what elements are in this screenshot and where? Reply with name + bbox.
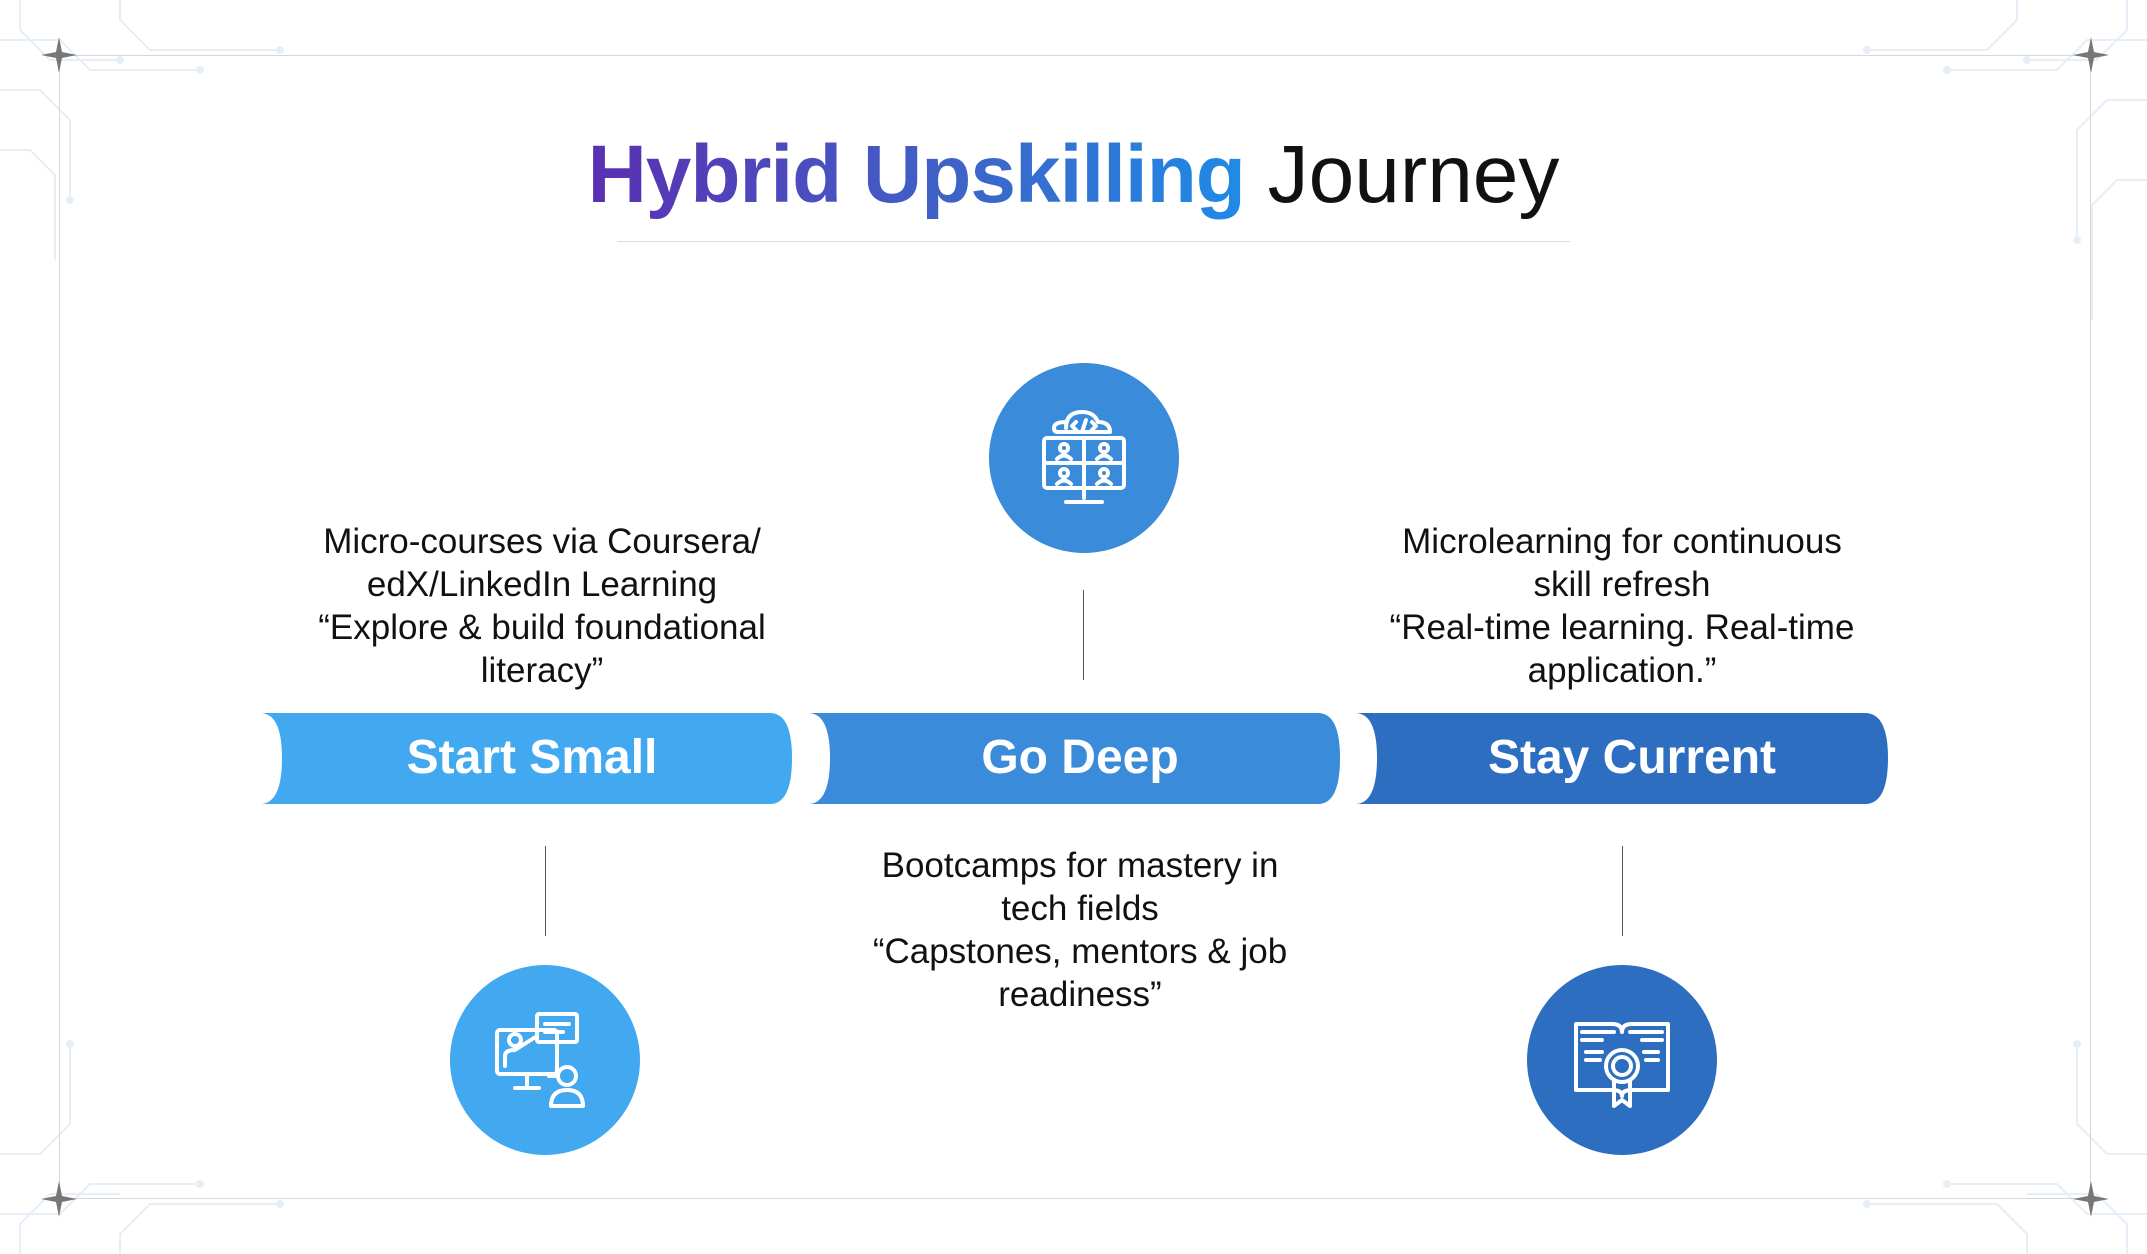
title-divider (617, 241, 1570, 242)
description-line: edX/LinkedIn Learning (366, 565, 718, 604)
step-label-stay-current: Stay Current (1487, 731, 1777, 784)
description-line: application.” (1527, 651, 1717, 690)
chevron-start-small (260, 713, 792, 804)
step-label-start-small: Start Small (406, 731, 658, 784)
description-line: Micro-courses via Coursera/ (323, 522, 761, 561)
description-line: tech fields (1001, 889, 1159, 928)
description-line: “Real-time learning. Real-time (1389, 608, 1855, 647)
circuit-decoration-bottom-left (0, 1040, 284, 1254)
circuit-decoration-top-left (0, 0, 284, 260)
step-label-go-deep: Go Deep (981, 731, 1179, 784)
title-rest: Journey (1244, 129, 1560, 220)
title-highlight: Hybrid Upskilling (587, 129, 1246, 220)
step-description-stay-current: Microlearning for continuous skill refre… (1322, 520, 1922, 692)
certificate-book-icon (1574, 1022, 1670, 1108)
page-title: Hybrid Upskilling Journey (0, 120, 2147, 230)
step-description-go-deep: Bootcamps for mastery in tech fields “Ca… (780, 844, 1380, 1016)
step-icon-circle-start-small (450, 965, 640, 1155)
sparkle-icon (2073, 1181, 2109, 1217)
description-line: Microlearning for continuous (1402, 522, 1842, 561)
description-line: “Explore & build foundational (318, 608, 766, 647)
online-teaching-icon (495, 1012, 585, 1108)
chevron-go-deep (808, 713, 1340, 804)
slide-frame (59, 55, 2091, 1199)
step-description-start-small: Micro-courses via Coursera/ edX/LinkedIn… (242, 520, 842, 692)
connector-line (545, 846, 546, 936)
description-line: literacy” (480, 651, 604, 690)
description-line: Bootcamps for mastery in (881, 846, 1279, 885)
description-line: skill refresh (1533, 565, 1711, 604)
chevron-stay-current (1355, 713, 1888, 804)
sparkle-icon (2073, 37, 2109, 73)
circuit-decoration-bottom-right (1863, 1040, 2147, 1254)
description-line: “Capstones, mentors & job (872, 932, 1288, 971)
circuit-decoration-top-right (1863, 0, 2147, 320)
sparkle-icon (41, 1181, 77, 1217)
step-icon-circle-stay-current (1527, 965, 1717, 1155)
description-line: readiness” (998, 975, 1162, 1014)
sparkle-icon (41, 37, 77, 73)
connector-line (1083, 590, 1084, 680)
cloud-code-video-conference-icon (1042, 410, 1126, 504)
step-icon-circle-go-deep (989, 363, 1179, 553)
connector-line (1622, 846, 1623, 936)
